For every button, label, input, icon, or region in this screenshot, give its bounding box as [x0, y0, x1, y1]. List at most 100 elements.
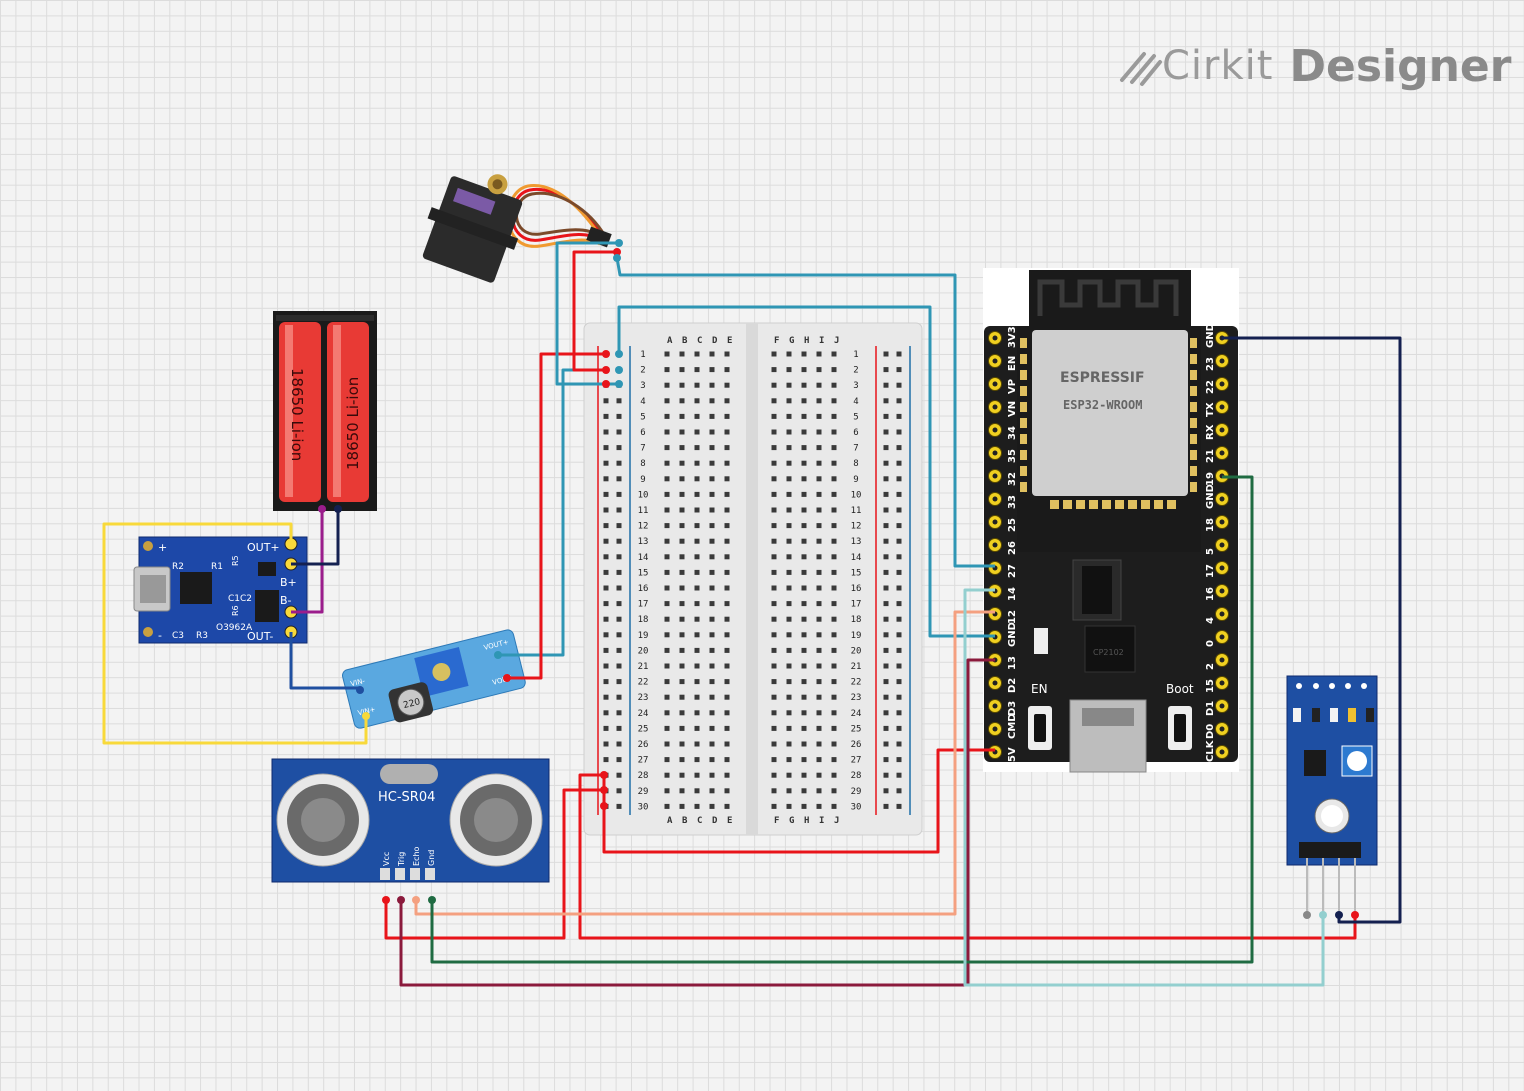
breadboard-hole[interactable] — [724, 772, 730, 778]
rail-hole[interactable] — [896, 788, 902, 794]
breadboard-hole[interactable] — [664, 710, 670, 716]
breadboard-hole[interactable] — [801, 491, 807, 497]
rail-hole[interactable] — [603, 398, 609, 404]
breadboard-hole[interactable] — [831, 460, 837, 466]
breadboard-hole[interactable] — [724, 507, 730, 513]
breadboard-hole[interactable] — [664, 538, 670, 544]
breadboard-hole[interactable] — [724, 725, 730, 731]
breadboard-hole[interactable] — [831, 413, 837, 419]
rail-hole[interactable] — [883, 601, 889, 607]
breadboard-hole[interactable] — [679, 429, 685, 435]
breadboard-hole[interactable] — [709, 663, 715, 669]
breadboard-hole[interactable] — [679, 772, 685, 778]
breadboard-hole[interactable] — [831, 398, 837, 404]
rail-hole[interactable] — [896, 725, 902, 731]
rail-hole[interactable] — [603, 585, 609, 591]
breadboard-hole[interactable] — [724, 601, 730, 607]
breadboard-hole[interactable] — [724, 523, 730, 529]
breadboard-hole[interactable] — [816, 476, 822, 482]
rail-hole[interactable] — [616, 460, 622, 466]
rail-hole[interactable] — [896, 803, 902, 809]
breadboard-hole[interactable] — [786, 476, 792, 482]
breadboard-hole[interactable] — [816, 632, 822, 638]
breadboard-hole[interactable] — [786, 413, 792, 419]
rail-hole[interactable] — [616, 476, 622, 482]
breadboard-hole[interactable] — [709, 554, 715, 560]
breadboard-hole[interactable] — [694, 569, 700, 575]
breadboard-hole[interactable] — [694, 476, 700, 482]
breadboard-hole[interactable] — [724, 647, 730, 653]
breadboard-hole[interactable] — [679, 569, 685, 575]
breadboard-hole[interactable] — [801, 413, 807, 419]
breadboard-hole[interactable] — [694, 445, 700, 451]
breadboard-hole[interactable] — [831, 647, 837, 653]
breadboard-hole[interactable] — [709, 632, 715, 638]
breadboard-hole[interactable] — [709, 382, 715, 388]
rail-hole[interactable] — [883, 367, 889, 373]
rail-hole[interactable] — [616, 632, 622, 638]
servo-motor[interactable] — [414, 156, 612, 286]
breadboard-hole[interactable] — [801, 382, 807, 388]
breadboard-hole[interactable] — [694, 398, 700, 404]
breadboard-hole[interactable] — [724, 585, 730, 591]
rail-hole[interactable] — [883, 616, 889, 622]
breadboard-hole[interactable] — [679, 757, 685, 763]
breadboard-hole[interactable] — [694, 491, 700, 497]
rail-hole[interactable] — [603, 554, 609, 560]
rail-hole[interactable] — [896, 491, 902, 497]
breadboard-hole[interactable] — [831, 538, 837, 544]
breadboard-hole[interactable] — [709, 647, 715, 653]
breadboard-hole[interactable] — [664, 445, 670, 451]
breadboard-hole[interactable] — [709, 429, 715, 435]
breadboard-hole[interactable] — [724, 569, 730, 575]
breadboard-hole[interactable] — [831, 429, 837, 435]
breadboard-hole[interactable] — [816, 757, 822, 763]
breadboard-hole[interactable] — [664, 694, 670, 700]
breadboard-hole[interactable] — [679, 616, 685, 622]
rail-hole[interactable] — [883, 741, 889, 747]
breadboard-hole[interactable] — [694, 741, 700, 747]
breadboard-hole[interactable] — [786, 647, 792, 653]
breadboard-hole[interactable] — [679, 413, 685, 419]
rail-hole[interactable] — [896, 569, 902, 575]
breadboard-hole[interactable] — [709, 398, 715, 404]
breadboard-hole[interactable] — [786, 569, 792, 575]
breadboard-hole[interactable] — [786, 382, 792, 388]
breadboard-hole[interactable] — [724, 398, 730, 404]
breadboard-hole[interactable] — [771, 398, 777, 404]
breadboard-hole[interactable] — [831, 679, 837, 685]
breadboard-hole[interactable] — [801, 694, 807, 700]
breadboard-hole[interactable] — [679, 351, 685, 357]
rail-hole[interactable] — [616, 663, 622, 669]
rail-hole[interactable] — [883, 476, 889, 482]
breadboard-hole[interactable] — [724, 429, 730, 435]
rail-hole[interactable] — [616, 507, 622, 513]
breadboard-hole[interactable] — [831, 507, 837, 513]
breadboard-hole[interactable] — [709, 616, 715, 622]
rail-hole[interactable] — [896, 351, 902, 357]
breadboard-hole[interactable] — [664, 757, 670, 763]
rail-hole[interactable] — [896, 476, 902, 482]
breadboard-hole[interactable] — [801, 507, 807, 513]
rail-hole[interactable] — [896, 694, 902, 700]
breadboard-hole[interactable] — [816, 647, 822, 653]
breadboard-hole[interactable] — [724, 351, 730, 357]
breadboard-hole[interactable] — [709, 445, 715, 451]
breadboard-hole[interactable] — [816, 772, 822, 778]
breadboard-hole[interactable] — [664, 601, 670, 607]
breadboard-hole[interactable] — [786, 741, 792, 747]
rail-hole[interactable] — [883, 413, 889, 419]
breadboard-hole[interactable] — [831, 554, 837, 560]
breadboard-hole[interactable] — [816, 351, 822, 357]
rail-hole[interactable] — [883, 757, 889, 763]
breadboard-hole[interactable] — [801, 585, 807, 591]
breadboard-hole[interactable] — [801, 538, 807, 544]
rail-hole[interactable] — [883, 460, 889, 466]
rail-hole[interactable] — [616, 725, 622, 731]
breadboard-hole[interactable] — [801, 429, 807, 435]
breadboard-hole[interactable] — [694, 351, 700, 357]
breadboard-hole[interactable] — [679, 710, 685, 716]
rail-hole[interactable] — [883, 663, 889, 669]
breadboard-hole[interactable] — [801, 569, 807, 575]
breadboard-hole[interactable] — [664, 725, 670, 731]
